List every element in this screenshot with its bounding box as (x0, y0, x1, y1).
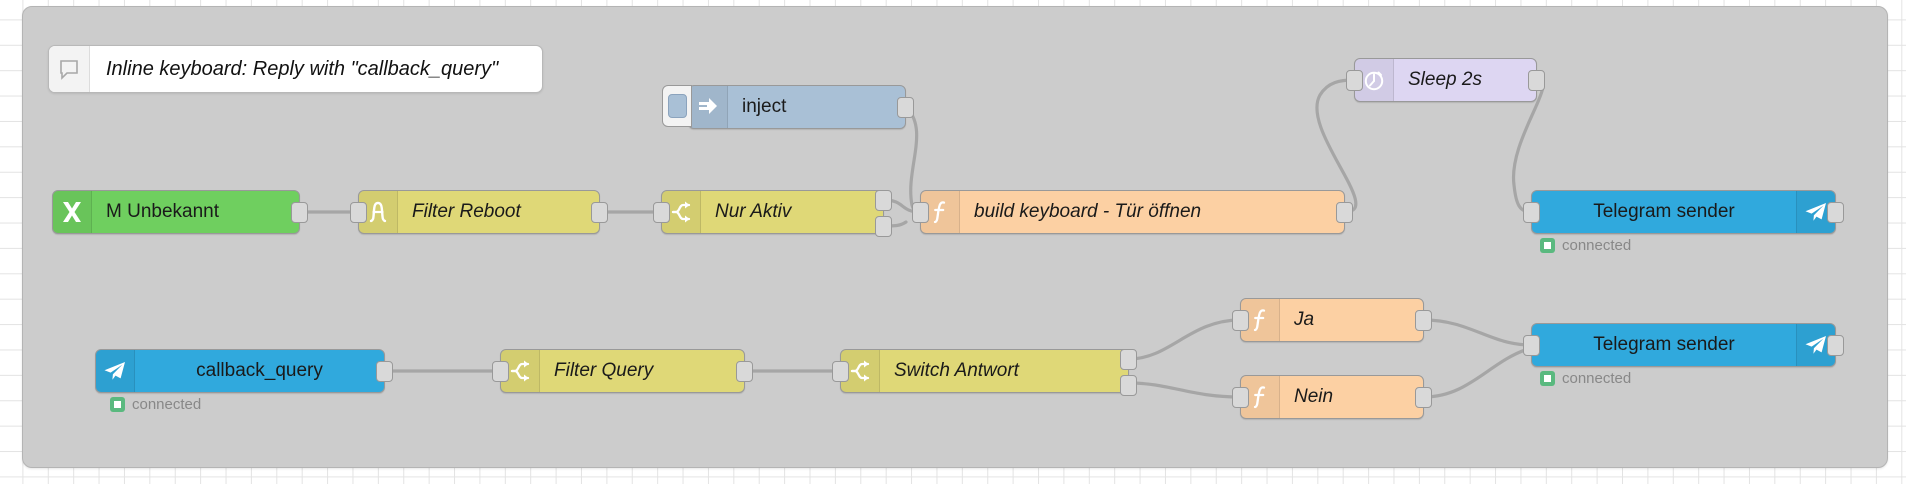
x-mark-icon (53, 191, 92, 233)
filter-query-node[interactable]: Filter Query (492, 349, 753, 393)
telegram-sender-1-status: connected (1540, 237, 1631, 254)
telegram-paper-plane-icon (96, 350, 135, 392)
callback-query-output-port[interactable] (376, 361, 393, 382)
nur-aktiv-label: Nur Aktiv (715, 201, 792, 222)
m-unbekannt-node[interactable]: M Unbekannt (52, 190, 308, 234)
filter-reboot-label: Filter Reboot (412, 201, 521, 222)
telegram-sender-1-output-port[interactable] (1827, 202, 1844, 223)
nein-output-port[interactable] (1415, 387, 1432, 408)
nur-aktiv-output-port-1[interactable] (875, 190, 892, 211)
filter-query-label: Filter Query (554, 360, 654, 381)
nein-label: Nein (1294, 386, 1334, 407)
callback-query-status: connected (110, 396, 201, 413)
filter-reboot-node[interactable]: Filter Reboot (350, 190, 608, 234)
filter-reboot-output-port[interactable] (591, 202, 608, 223)
sleep-label: Sleep 2s (1408, 69, 1482, 90)
build-keyboard-node[interactable]: build keyboard - Tür öffnen (912, 190, 1353, 234)
build-keyboard-output-port[interactable] (1336, 202, 1353, 223)
telegram-sender-2-input-port[interactable] (1523, 335, 1540, 356)
nur-aktiv-input-port[interactable] (653, 202, 670, 223)
switch-antwort-label: Switch Antwort (894, 360, 1019, 381)
comment-node[interactable]: Inline keyboard: Reply with "callback_qu… (48, 45, 543, 93)
telegram-sender-2-node[interactable]: Telegram sender (1523, 323, 1844, 367)
sleep-node[interactable]: Sleep 2s (1346, 58, 1545, 102)
inject-output-port[interactable] (897, 97, 914, 118)
nur-aktiv-output-port-2[interactable] (875, 216, 892, 237)
ja-label: Ja (1294, 309, 1315, 330)
filter-reboot-input-port[interactable] (350, 202, 367, 223)
callback-query-label: callback_query (196, 360, 323, 381)
speech-bubble-icon (49, 46, 90, 92)
ja-node[interactable]: Ja (1232, 298, 1432, 342)
switch-antwort-node[interactable]: Switch Antwort (832, 349, 1137, 396)
telegram-sender-2-status-label: connected (1562, 370, 1632, 387)
comment-text: Inline keyboard: Reply with "callback_qu… (106, 57, 499, 80)
inject-label: inject (742, 96, 787, 117)
filter-query-output-port[interactable] (736, 361, 753, 382)
nein-node[interactable]: Nein (1232, 375, 1432, 419)
switch-antwort-output-port-2[interactable] (1120, 375, 1137, 396)
telegram-sender-1-label: Telegram sender (1593, 201, 1735, 222)
ja-input-port[interactable] (1232, 310, 1249, 331)
telegram-sender-1-status-label: connected (1562, 237, 1632, 254)
arrow-right-icon (689, 86, 728, 128)
filter-query-input-port[interactable] (492, 361, 509, 382)
m-unbekannt-output-port[interactable] (291, 202, 308, 223)
build-keyboard-label: build keyboard - Tür öffnen (974, 201, 1202, 222)
telegram-sender-1-node[interactable]: Telegram sender (1523, 190, 1844, 234)
telegram-sender-2-status: connected (1540, 370, 1631, 387)
status-connected-icon (1540, 371, 1555, 386)
telegram-sender-1-input-port[interactable] (1523, 202, 1540, 223)
telegram-sender-2-output-port[interactable] (1827, 335, 1844, 356)
ja-output-port[interactable] (1415, 310, 1432, 331)
switch-branch-icon (841, 350, 880, 392)
telegram-sender-2-label: Telegram sender (1593, 334, 1735, 355)
status-connected-icon (1540, 238, 1555, 253)
callback-query-status-label: connected (132, 396, 202, 413)
nur-aktiv-node[interactable]: Nur Aktiv (653, 190, 892, 237)
step-function-icon (359, 191, 398, 233)
switch-antwort-output-port-1[interactable] (1120, 349, 1137, 370)
status-connected-icon (110, 397, 125, 412)
callback-query-node[interactable]: callback_query (95, 349, 393, 393)
m-unbekannt-label: M Unbekannt (106, 201, 220, 222)
nein-input-port[interactable] (1232, 387, 1249, 408)
sleep-input-port[interactable] (1346, 70, 1363, 91)
telegram-paper-plane-icon (1796, 324, 1835, 366)
inject-node[interactable]: inject (662, 85, 914, 129)
switch-antwort-input-port[interactable] (832, 361, 849, 382)
sleep-output-port[interactable] (1528, 70, 1545, 91)
build-keyboard-input-port[interactable] (912, 202, 929, 223)
inject-trigger-button[interactable] (662, 85, 692, 127)
